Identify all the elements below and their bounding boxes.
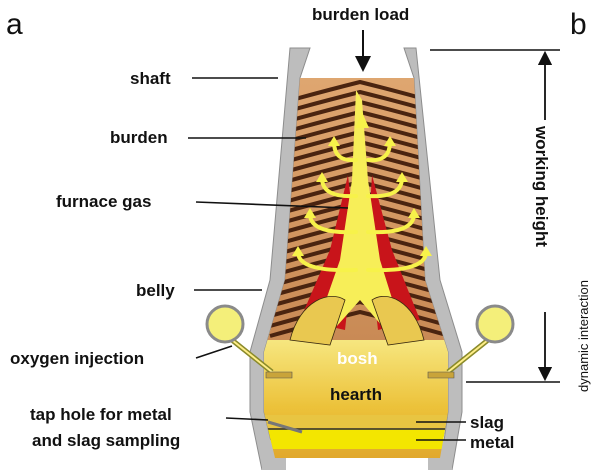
panel-letter-a: a: [6, 8, 23, 41]
panel-letter-b: b: [570, 8, 587, 41]
label-hearth: hearth: [330, 385, 382, 404]
label-belly: belly: [136, 281, 175, 300]
label-tap-hole-line2: and slag sampling: [32, 431, 180, 450]
oxygen-bulb-left: [207, 306, 243, 342]
label-tap-hole-line1: tap hole for metal: [30, 405, 172, 424]
label-bosh: bosh: [337, 349, 378, 368]
label-slag: slag: [470, 413, 504, 432]
label-oxygen-injection: oxygen injection: [10, 349, 144, 368]
label-burden-load: burden load: [312, 5, 409, 24]
label-shaft: shaft: [130, 69, 171, 88]
label-working-height: working height: [532, 125, 551, 247]
label-furnace-gas: furnace gas: [56, 192, 151, 211]
oxygen-bulb-right: [477, 306, 513, 342]
metal-layer: [264, 429, 454, 449]
label-dynamic-interaction: dynamic interaction: [576, 280, 591, 392]
label-metal: metal: [470, 433, 514, 452]
label-burden: burden: [110, 128, 168, 147]
